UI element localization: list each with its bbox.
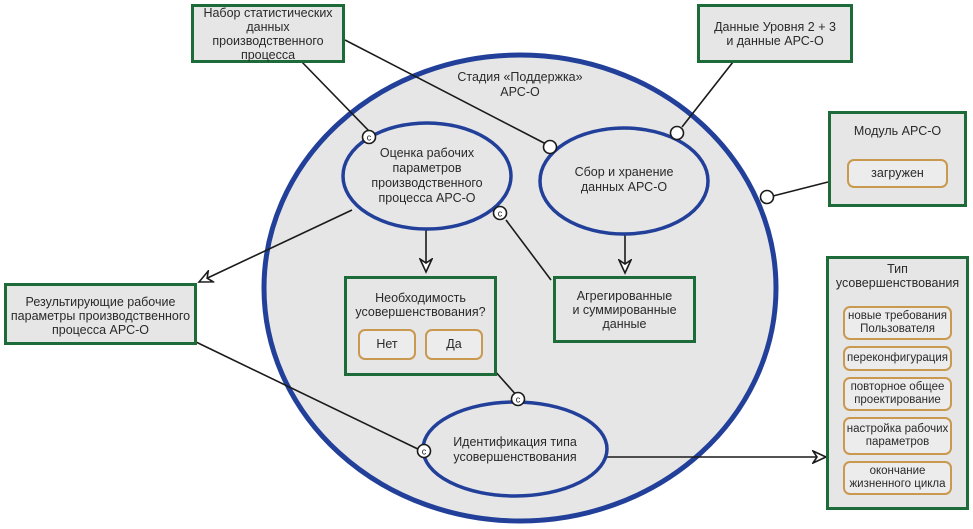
- improvement-type-title-line2: усовершенствования: [835, 276, 960, 290]
- line-level-to-collect: [681, 61, 734, 128]
- label-line: параметров: [392, 161, 462, 175]
- result-box[interactable]: Результирующие рабочие параметры произво…: [4, 283, 197, 345]
- label-line: Данные Уровня 2 + 3: [714, 19, 836, 34]
- decision-box[interactable]: Необходимость усовершенствования? Нет Да: [344, 276, 497, 376]
- connector-open-collect-right: [669, 125, 685, 141]
- decision-yes-button[interactable]: Да: [425, 329, 483, 360]
- decision-options: Нет Да: [358, 329, 483, 360]
- label-line: данных АРС-О: [580, 180, 668, 194]
- process-evaluate-ellipse[interactable]: [341, 121, 513, 231]
- label-line: процесса АРС-О: [378, 191, 476, 205]
- decision-question-line1: Необходимость: [375, 291, 466, 305]
- svg-text:c: c: [516, 395, 521, 405]
- arrow-evaluate-to-result: [199, 209, 353, 282]
- line-module-to-stage: [772, 181, 829, 197]
- label-line: Агрегированные: [576, 288, 673, 303]
- line-stats-to-evaluate: [299, 59, 370, 132]
- label-line: производственного: [371, 176, 483, 190]
- line-stats-to-collect: [344, 39, 547, 145]
- label-line: процесса: [240, 47, 296, 62]
- svg-text:c: c: [367, 133, 372, 143]
- module-status-pill[interactable]: загружен: [847, 159, 948, 188]
- option-redesign[interactable]: повторное общее проектирование: [843, 377, 952, 411]
- label-line: Результирующие рабочие: [25, 295, 176, 309]
- label-line: Пользователя: [860, 323, 935, 335]
- label-line: повторное общее: [850, 381, 945, 393]
- label-line: и суммированные: [572, 302, 677, 317]
- module-box[interactable]: Модуль АРС-О загружен: [828, 111, 967, 207]
- label-line: данные: [602, 316, 647, 331]
- decision-no-button[interactable]: Нет: [358, 329, 416, 360]
- label-line: усовершенствования: [453, 450, 577, 464]
- line-evaluate-to-aggregated: [505, 219, 552, 281]
- stage-title: Стадия «Поддержка» АРС-О: [420, 70, 620, 100]
- process-evaluate-label: Оценка рабочих параметров производственн…: [352, 146, 502, 206]
- label-line: параметров: [865, 436, 930, 448]
- stage-title-line2: АРС-О: [500, 85, 540, 99]
- label-line: процесса АРС-О: [51, 323, 149, 337]
- decision-question-line2: усовершенствования?: [355, 305, 486, 319]
- label-line: новые требования: [847, 310, 947, 322]
- label-line: Оценка рабочих: [379, 146, 475, 160]
- svg-text:c: c: [422, 447, 427, 457]
- label-line: Сбор и хранение: [574, 165, 674, 179]
- stage-title-line1: Стадия «Поддержка»: [457, 70, 583, 84]
- improvement-type-box[interactable]: Тип усовершенствования новые требования …: [826, 256, 969, 510]
- connector-c-identify-left: c: [416, 443, 432, 459]
- label-line: параметры производственного: [10, 309, 191, 323]
- connector-c-evaluate-bottom: c: [492, 205, 508, 221]
- label-line: Идентификация типа: [453, 435, 577, 449]
- connector-open-stage-right: [759, 189, 775, 205]
- module-title: Модуль АРС-О: [853, 124, 942, 138]
- label-line: жизненного цикла: [849, 478, 946, 490]
- label-line: производственного: [212, 33, 324, 48]
- connector-c-evaluate-top: c: [361, 129, 377, 145]
- process-collect-ellipse[interactable]: [538, 126, 710, 236]
- label-line: проектирование: [854, 394, 941, 406]
- connector-open-collect-left: [542, 139, 558, 155]
- option-new-requirements[interactable]: новые требования Пользователя: [843, 306, 952, 340]
- label-line: и данные АРС-О: [726, 33, 824, 48]
- label-line: окончание: [869, 465, 926, 477]
- connector-c-identify-top: c: [510, 391, 526, 407]
- option-parameter-tuning[interactable]: настройка рабочих параметров: [843, 417, 952, 455]
- aggregated-data-box[interactable]: Агрегированные и суммированные данные: [553, 276, 696, 343]
- label-line: Набор статистических: [203, 5, 333, 20]
- svg-text:c: c: [498, 209, 503, 219]
- process-collect-label: Сбор и хранение данных АРС-О: [554, 165, 694, 195]
- input-stats-box[interactable]: Набор статистических данных производстве…: [191, 4, 345, 63]
- improvement-type-title-line1: Тип: [887, 262, 908, 276]
- label-line: данных: [246, 19, 290, 34]
- input-level-data-box[interactable]: Данные Уровня 2 + 3 и данные АРС-О: [697, 4, 853, 63]
- label-line: настройка рабочих: [846, 423, 949, 435]
- label-line: переконфигурация: [846, 352, 949, 364]
- option-end-of-life[interactable]: окончание жизненного цикла: [843, 461, 952, 495]
- option-reconfiguration[interactable]: переконфигурация: [843, 346, 952, 371]
- line-result-to-identify: [195, 341, 423, 452]
- process-identify-label: Идентификация типа усовершенствования: [435, 435, 595, 465]
